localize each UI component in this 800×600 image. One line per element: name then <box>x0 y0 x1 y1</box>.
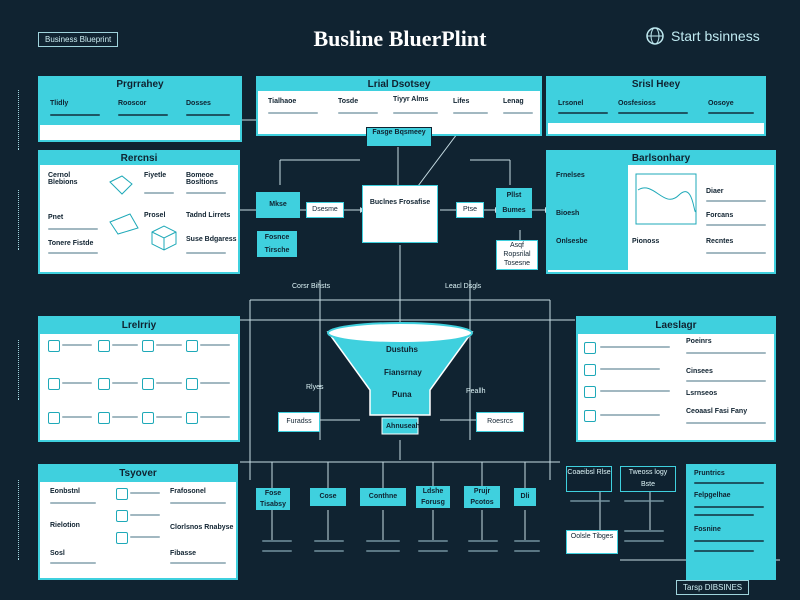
item-3: Fiyetle <box>144 172 167 179</box>
item-3: Fosnine <box>694 526 721 533</box>
item-6: Tadnd Lirrets <box>186 212 231 219</box>
panel-left-low: Tsyover Eonbstnl Frafosonel Rielotion So… <box>38 464 238 580</box>
flow-6: Dli <box>514 488 536 506</box>
panel-right-low: Pruntrics Felpgelhae Fosnine <box>686 464 776 580</box>
funnel-top: Dustuhs <box>386 345 418 354</box>
brand-name: Start bsinness <box>671 28 760 44</box>
funnel-right: Peallh <box>466 388 486 395</box>
item-3: Rielotion <box>50 522 80 529</box>
panel-right-mid: Laeslagr Poeinrs Cinsees Lsrnseos Ceoaas… <box>576 316 776 442</box>
item-5: Forcans <box>706 212 734 219</box>
item-6: Pionoss <box>632 238 660 245</box>
panel-right-mid-head: Laeslagr <box>578 318 774 334</box>
col-1: Tialhaoe <box>268 98 297 105</box>
panel-bottom-right-top: Barlsonhary Frnelses Bioesh Onlsesbe Dia… <box>546 150 776 274</box>
item-2: Felpgelhae <box>694 492 731 499</box>
item-2: Cinsees <box>686 368 713 375</box>
item-2: Pnet <box>48 214 64 221</box>
panel-top-left-head: Prgrrahey <box>40 78 240 91</box>
item-4: Diaer <box>706 188 724 195</box>
item-1: Pruntrics <box>694 470 725 477</box>
flow-1: Fose Tisabsy <box>256 488 290 510</box>
page-title: Busline BluerPlint <box>313 26 487 51</box>
col-3: Dosses <box>186 100 211 107</box>
item-3: Onlsesbe <box>556 238 588 245</box>
left-node: Mkse <box>256 192 300 218</box>
side-left: Furadss <box>278 412 320 432</box>
flow-right-2: Tweoss logy Bste <box>620 466 676 492</box>
flow-4: Ldshe Forusg <box>416 486 450 508</box>
panel-top-center-head: Lrial Dsotsey <box>258 78 540 91</box>
side-right: Roesrcs <box>476 412 524 432</box>
band <box>548 165 628 270</box>
item-1: Eonbstnl <box>50 488 80 495</box>
col-2: Oosfesioss <box>618 100 656 107</box>
panel-top-right: Srisl Heey Lrsonel Oosfesioss Oosoye <box>546 76 766 136</box>
panel-left-mid-head: Lrelrriy <box>40 318 238 334</box>
globe-icon <box>646 27 664 45</box>
item-7: Recntes <box>706 238 734 245</box>
sketch-icons <box>109 175 139 235</box>
panel-pairs: Rercnsi Cernol Blebions Pnet Fiyetle Bom… <box>38 150 240 274</box>
col-4: Lifes <box>453 98 470 105</box>
panel-pairs-head: Rercnsi <box>40 152 238 165</box>
label-left: Corsr Bihsts <box>292 283 331 290</box>
right-node: Ptse <box>456 202 484 218</box>
col-5: Lenag <box>503 98 524 105</box>
label-right: Leacl Dsgls <box>445 283 482 290</box>
map-sketch <box>635 173 697 225</box>
flow-2: Cose <box>310 488 346 506</box>
col-1: Lrsonel <box>558 100 584 107</box>
item-6: Fibasse <box>170 550 197 557</box>
item-1: Frnelses <box>556 172 585 179</box>
panel-top-right-head: Srisl Heey <box>548 78 764 91</box>
funnel-left: Rlyes <box>306 384 324 391</box>
item-2: Bioesh <box>556 210 580 217</box>
panel-top-center: Lrial Dsotsey Tialhaoe Tosde Tiyyr Alms … <box>256 76 542 136</box>
col-3: Oosoye <box>708 100 734 107</box>
item-4: Ceoaasl Fasi Fany <box>686 408 748 415</box>
cube-icon <box>151 225 177 251</box>
brand: Start bsinness <box>645 26 760 46</box>
item-4: Sosl <box>50 550 65 557</box>
under-top-node: Fasge Bqsmeey <box>366 127 432 147</box>
item-7: Suse Bdgaress <box>186 236 237 243</box>
flow-5: Prujr Pcotos <box>464 486 500 508</box>
item-2: Frafosonel <box>170 488 206 495</box>
funnel-low: Puna <box>392 390 412 399</box>
col-2: Rooscor <box>118 100 147 107</box>
flow-right-1: Coaeibsl Rlse <box>566 466 612 492</box>
funnel-mid: Fiansrnay <box>384 368 422 377</box>
panel-head: Barlsonhary <box>548 152 774 165</box>
col-3: Tiyyr Alms <box>393 96 429 103</box>
right-node2: Pllst Bumes <box>496 188 532 218</box>
col-1: Tlidly <box>50 100 69 107</box>
item-1: Poeinrs <box>686 338 712 345</box>
item-3: Lsrnseos <box>686 390 718 397</box>
panel-top-left: Prgrrahey Tlidly Rooscor Dosses <box>38 76 242 142</box>
right-sub: Asqf Ropsrilal Tosesne <box>496 240 538 270</box>
item-4: Bomeoe Bosltions <box>186 172 218 186</box>
band <box>548 91 764 123</box>
funnel-base: Ahnuseah <box>386 423 420 430</box>
left-node2: Dsesme <box>306 202 344 218</box>
panel-left-mid: Lrelrriy <box>38 316 240 442</box>
tag-left: Business Blueprint <box>38 32 119 47</box>
item-8: Tonere Fistde <box>48 240 94 247</box>
flow-right-3: Oolsle Tibges <box>566 530 618 554</box>
col-2: Tosde <box>338 98 359 105</box>
panel-left-low-head: Tsyover <box>40 466 236 482</box>
left-sub: Fosnce Tirsche <box>256 230 298 258</box>
item-5: Clorlsnos Rnabyse <box>170 524 234 531</box>
flow-3: Conthne <box>360 488 406 506</box>
item-1: Cernol Blebions <box>48 172 78 186</box>
item-5: Prosel <box>144 212 166 219</box>
core-node: Buclnes Frosafise <box>362 185 438 243</box>
band <box>40 91 240 125</box>
tag-right: Tarsp DIBSINES <box>676 580 750 595</box>
